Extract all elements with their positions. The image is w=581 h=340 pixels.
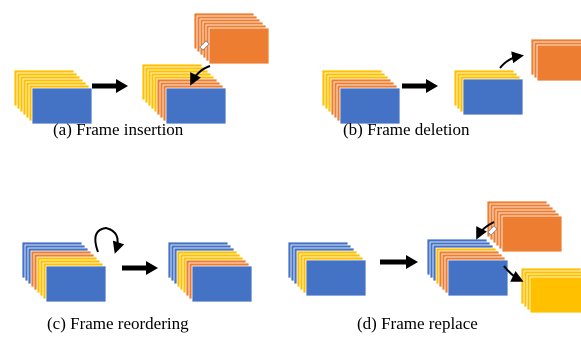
arrow-head [146, 261, 158, 275]
stack-b-original [321, 69, 401, 125]
bracket-d [487, 225, 498, 236]
frame-blue [447, 259, 509, 297]
frame-orange [501, 215, 563, 253]
arrow-a [92, 79, 128, 93]
caption-frame-deletion: (b) Frame deletion [343, 120, 470, 139]
arrow-c [122, 261, 158, 275]
caption-frame-replace: (d) Frame replace [357, 314, 478, 333]
curve-arrow-d-out [503, 265, 524, 282]
arrow-shaft [122, 265, 148, 271]
stack-a-original [13, 69, 93, 125]
stack-d-original [287, 241, 367, 297]
frame-blue [462, 78, 524, 116]
caption-frame-reordering: (c) Frame reordering [47, 314, 189, 333]
caption-frame-insertion: (a) Frame insertion [53, 120, 184, 139]
frame-blue [165, 87, 227, 125]
stack-b-deleted-frames [530, 38, 581, 82]
frame-blue [339, 87, 401, 125]
stack-c-result [167, 241, 253, 303]
stack-c-original [21, 241, 107, 303]
arrow-b [402, 79, 438, 93]
stack-a-inserted-frames [193, 12, 270, 65]
arrow-shaft [92, 83, 118, 89]
frame-yellow [529, 276, 581, 314]
curve-arrow-a [190, 65, 211, 86]
frame-orange [536, 44, 581, 82]
arrow-shaft [402, 83, 428, 89]
curve-arrow-d-in [476, 221, 495, 240]
stack-d-removed-frames [520, 267, 581, 314]
arrow-head [426, 79, 438, 93]
stack-d-new-frames [486, 200, 563, 253]
frame-blue [31, 87, 93, 125]
curve-arrow-b [499, 51, 524, 69]
stack-a-result [141, 63, 227, 125]
frame-blue [45, 265, 107, 303]
bracket-a [199, 40, 210, 51]
frame-blue [191, 265, 253, 303]
frame-orange [208, 27, 270, 65]
arrow-d [380, 255, 418, 269]
arrow-head [116, 79, 128, 93]
stack-d-result [426, 238, 509, 297]
curve-arrow-c [94, 226, 125, 254]
stack-b-result [453, 69, 524, 116]
arrow-shaft [380, 259, 408, 265]
frame-blue [305, 259, 367, 297]
arrow-head [406, 255, 418, 269]
